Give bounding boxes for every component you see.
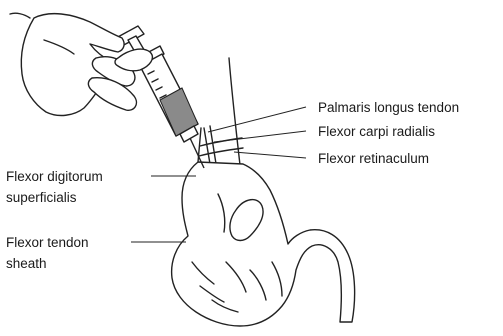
label-palmaris-longus-tendon: Palmaris longus tendon [318,100,459,115]
label-flexor-digitorum-line2: superficialis [6,190,77,205]
label-flexor-carpi-radialis: Flexor carpi radialis [318,124,435,139]
label-flexor-tendon-sheath-line2: sheath [6,256,47,271]
label-flexor-retinaculum: Flexor retinaculum [318,151,429,166]
label-flexor-tendon-sheath-line1: Flexor tendon [6,235,89,250]
clinician-hand [10,13,152,115]
patient-hand [172,162,355,326]
leader-fcr [214,131,306,142]
leader-palmaris [208,107,306,132]
leader-retinaculum [234,152,306,158]
palm-outline [172,162,355,326]
forearm [198,58,243,170]
label-flexor-digitorum-line1: Flexor digitorum [6,169,103,184]
wrist-line [10,13,30,18]
